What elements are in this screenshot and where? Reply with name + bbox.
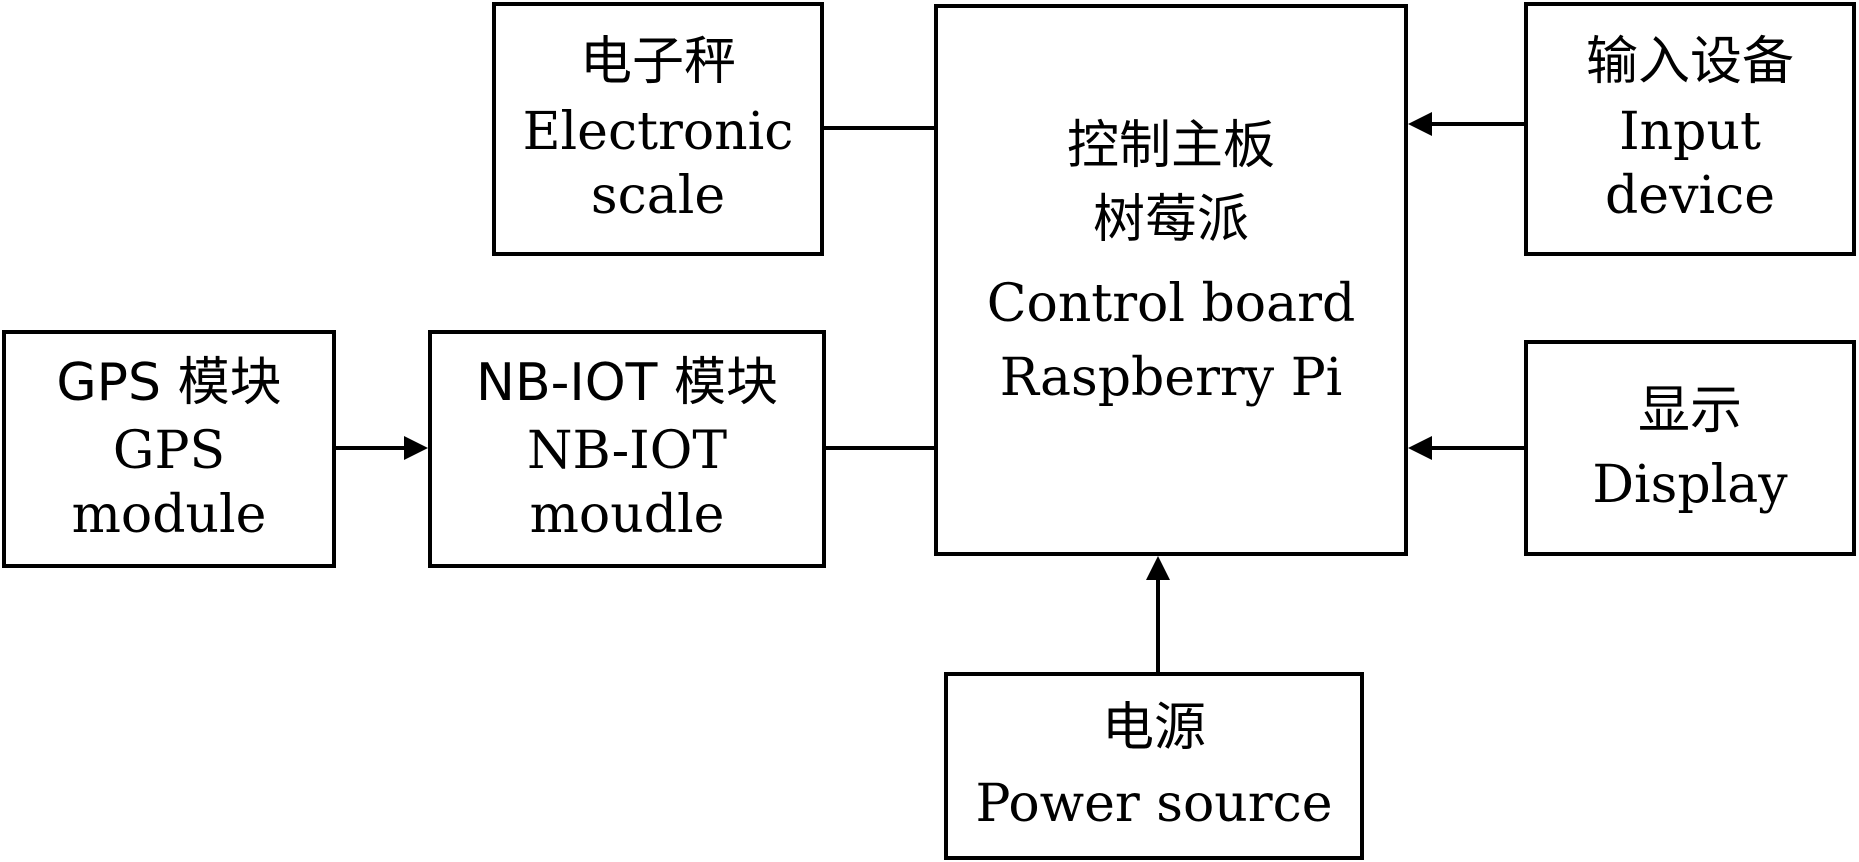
power-source-label-zh: 电源 xyxy=(1101,698,1206,758)
control-board-label-zh-1: 控制主板 xyxy=(1066,116,1275,176)
display-label-zh: 显示 xyxy=(1637,381,1742,441)
display-block: 显示 Display xyxy=(1524,340,1856,556)
power-source-label-en: Power source xyxy=(975,774,1333,834)
control-board-block: 控制主板 树莓派 Control board Raspberry Pi xyxy=(934,4,1408,556)
nb-iot-module-block: NB-IOT 模块 NB-IOT moudle xyxy=(428,330,826,568)
gps-module-block: GPS 模块 GPS module xyxy=(2,330,336,568)
gps-module-label-en-1: GPS xyxy=(112,421,226,481)
electronic-scale-label-zh: 电子秤 xyxy=(579,32,736,92)
electronic-scale-block: 电子秤 Electronic scale xyxy=(492,2,824,256)
electronic-scale-label-en-1: Electronic xyxy=(522,102,794,162)
power-source-block: 电源 Power source xyxy=(944,672,1364,860)
arrowhead-input-to-control xyxy=(1408,112,1432,136)
gps-module-label-zh: GPS 模块 xyxy=(56,353,282,413)
nb-iot-module-label-en-2: moudle xyxy=(529,485,725,545)
input-device-label-en-2: device xyxy=(1605,166,1775,226)
arrowhead-power-to-control xyxy=(1146,556,1170,580)
arrowhead-display-to-control xyxy=(1408,436,1432,460)
nb-iot-module-label-zh: NB-IOT 模块 xyxy=(476,353,778,413)
input-device-block: 输入设备 Input device xyxy=(1524,2,1856,256)
gps-module-label-en-2: module xyxy=(71,485,267,545)
arrowhead-gps-to-nbiot xyxy=(404,436,428,460)
control-board-label-zh-2: 树莓派 xyxy=(1092,190,1249,250)
display-label-en: Display xyxy=(1592,455,1788,515)
input-device-label-zh: 输入设备 xyxy=(1585,32,1794,92)
control-board-label-en-2: Raspberry Pi xyxy=(999,348,1343,408)
input-device-label-en-1: Input xyxy=(1619,102,1761,162)
nb-iot-module-label-en-1: NB-IOT xyxy=(526,421,728,481)
control-board-label-en-1: Control board xyxy=(986,274,1356,334)
electronic-scale-label-en-2: scale xyxy=(590,166,726,226)
